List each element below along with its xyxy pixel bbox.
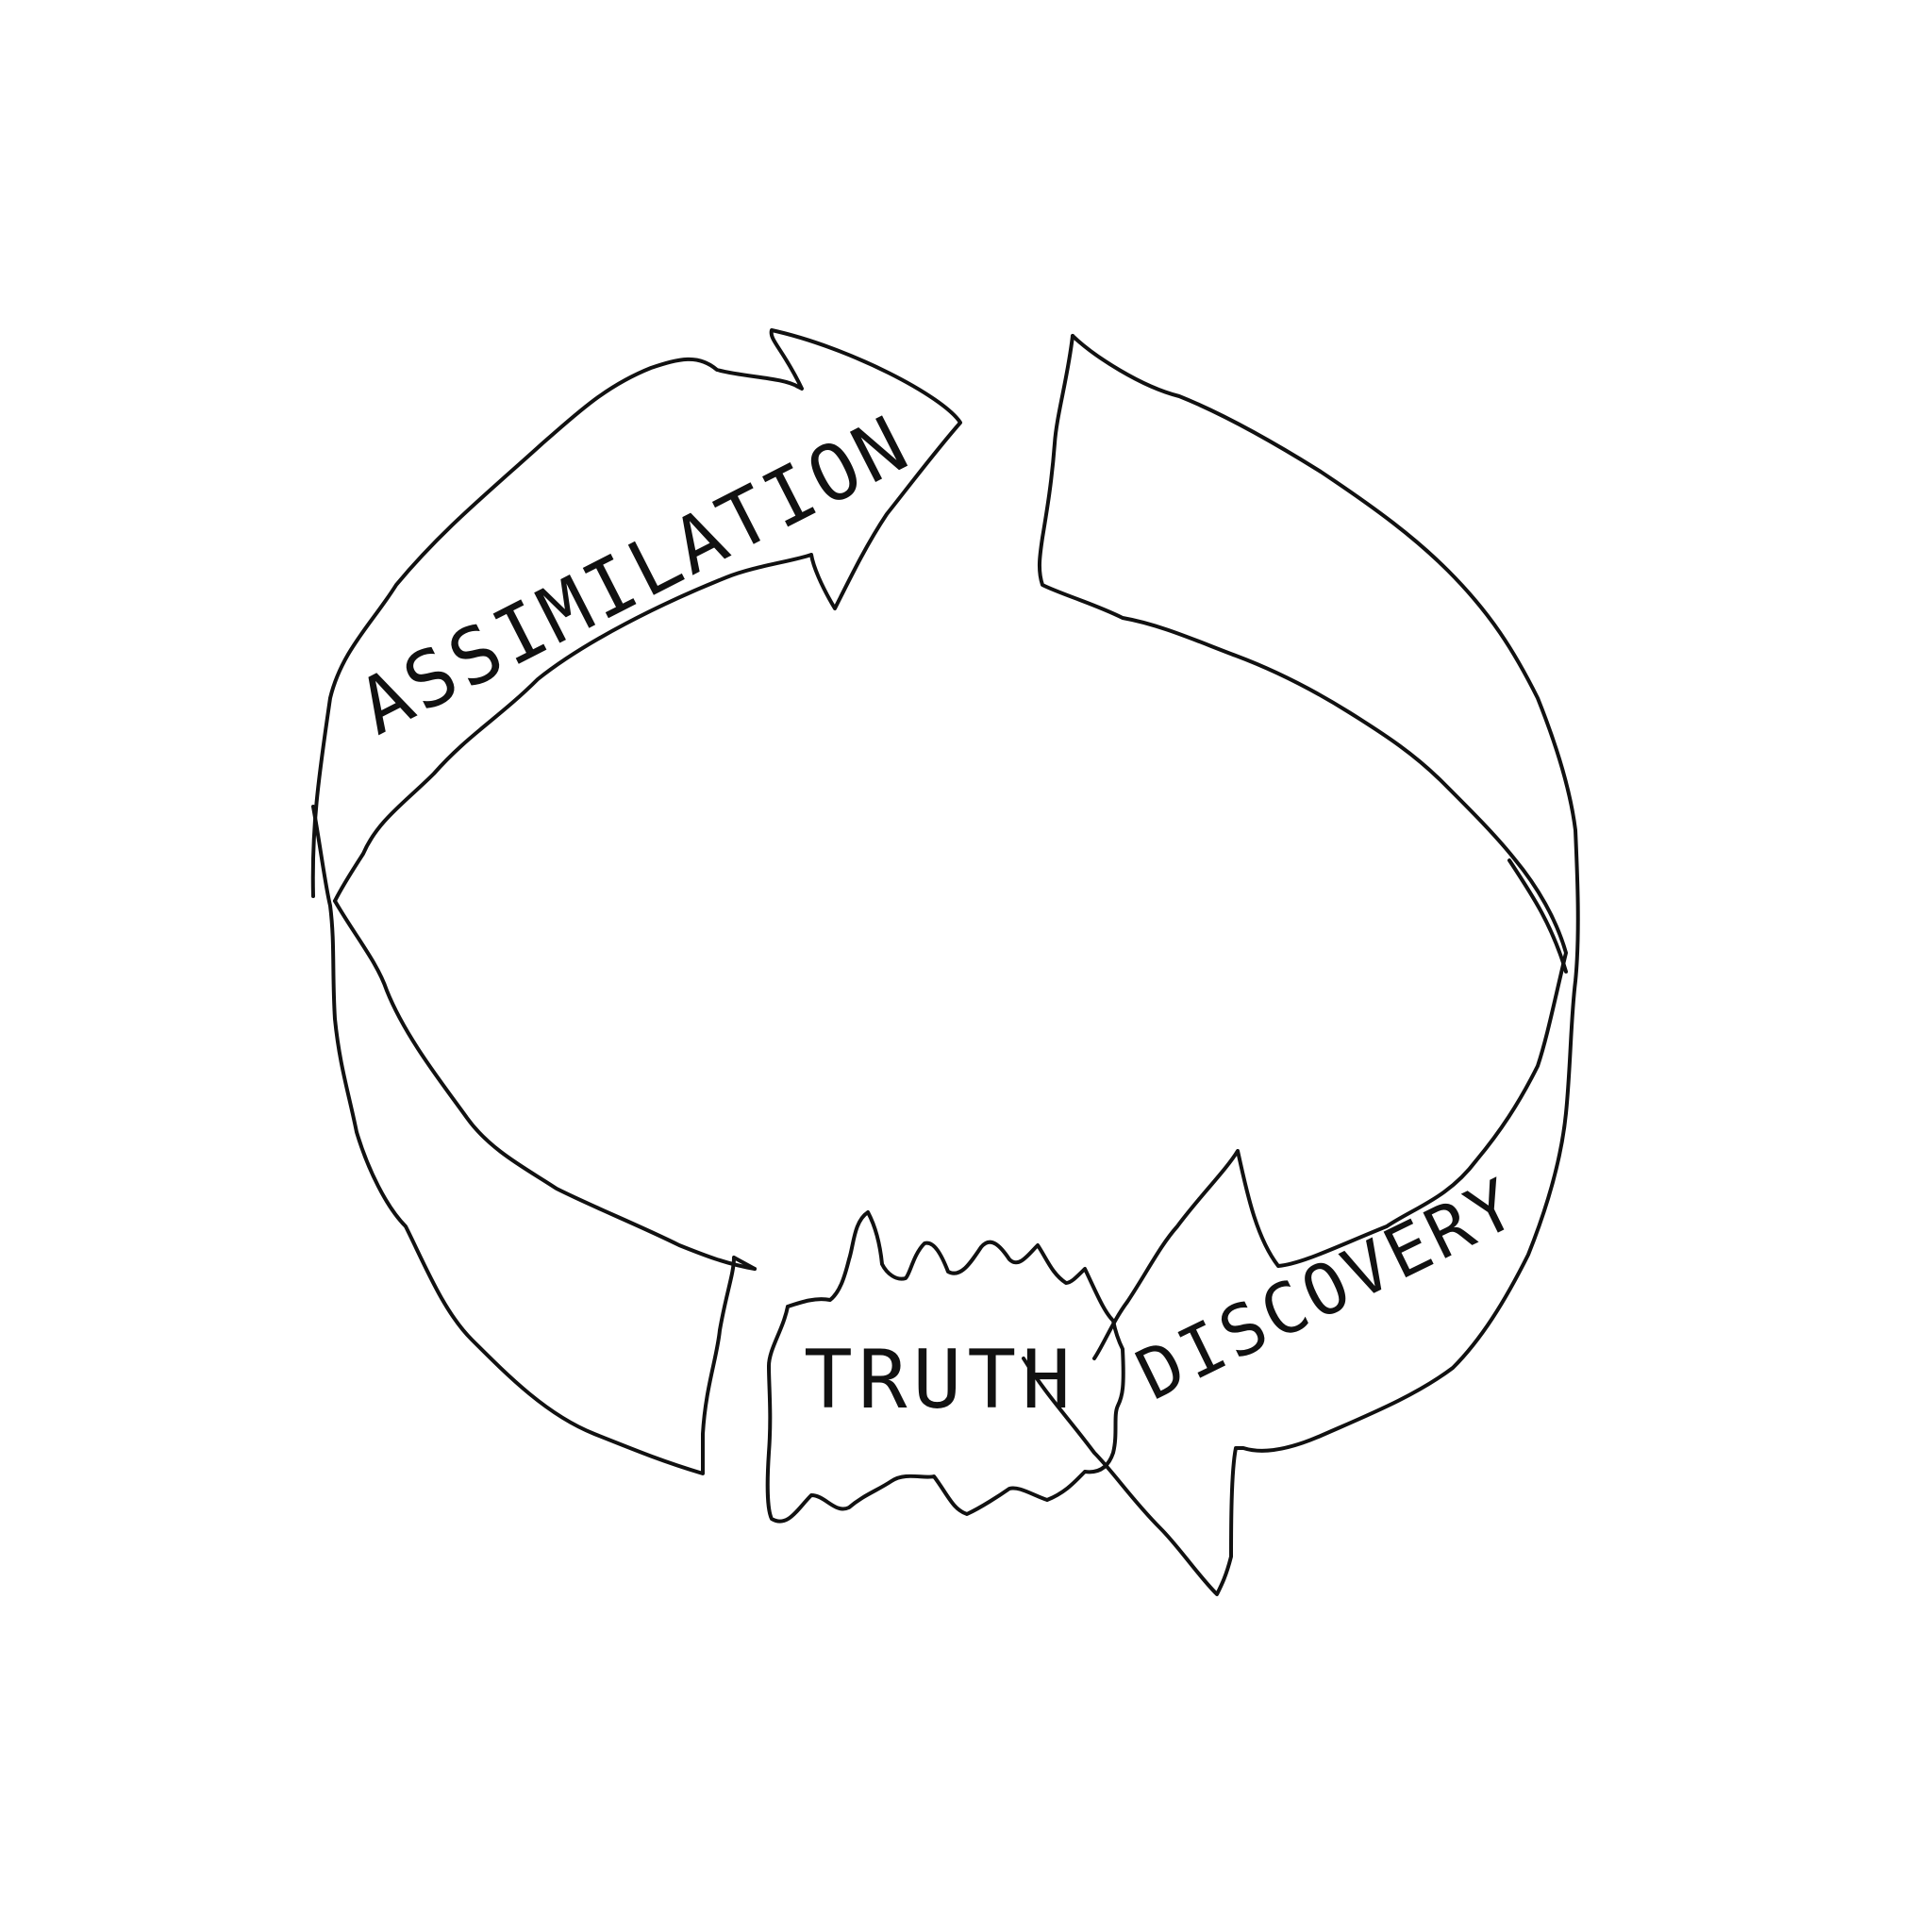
discovery-arrow-inner: [1038, 334, 1568, 1360]
discovery-arrow-outer: [1022, 334, 1580, 1596]
assimilation-arrow: [310, 328, 962, 903]
left-return-band: [311, 805, 757, 1475]
label-assimilation: ASSIMILATION: [345, 398, 924, 752]
left-inner-band: [333, 899, 757, 1271]
label-discovery: DISCOVERY: [1124, 1162, 1530, 1416]
truth-cloud: [765, 1210, 1125, 1524]
right-crossing-line: [1507, 858, 1568, 974]
label-truth: TRUTH: [804, 1333, 1076, 1427]
